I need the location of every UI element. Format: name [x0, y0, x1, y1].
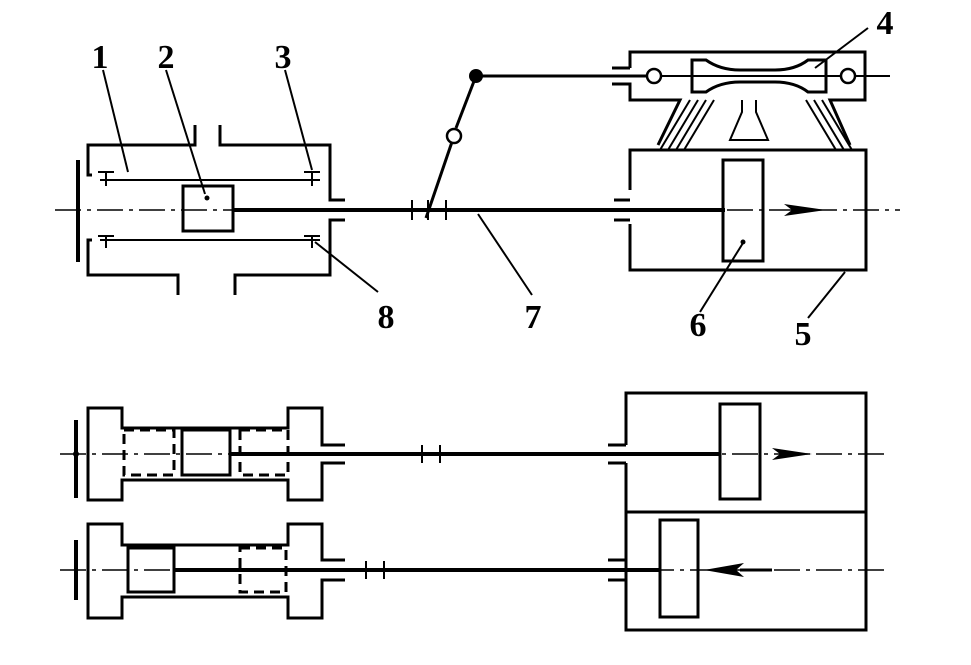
arrow-left-icon — [704, 563, 744, 577]
label-3: 3 — [275, 39, 292, 76]
lever-pivot-icon — [445, 127, 463, 145]
middle-assembly — [60, 391, 885, 632]
left-pin-icon — [645, 67, 663, 85]
stop-upper-right — [304, 171, 320, 186]
stop-lower-right — [304, 235, 320, 248]
arrow-right-icon — [772, 448, 812, 460]
stop-upper-left — [98, 171, 114, 186]
bottom-assembly — [60, 518, 885, 620]
label-8: 8 — [378, 299, 395, 336]
right-pin-icon — [839, 67, 857, 85]
left-housing — [76, 125, 345, 295]
arrow-right-icon — [784, 204, 826, 216]
label-1: 1 — [92, 39, 109, 76]
test-frame — [612, 50, 890, 151]
label-7: 7 — [525, 299, 542, 336]
top-assembly: 1 2 3 4 5 6 7 8 — [55, 5, 900, 353]
piston — [721, 158, 765, 263]
piston-mid — [718, 402, 762, 501]
slider-block — [181, 184, 235, 233]
label-2: 2 — [158, 39, 175, 76]
piston-low — [658, 518, 700, 619]
slider-block-mid — [180, 428, 232, 477]
hydraulic-cylinder — [614, 148, 868, 272]
specimen — [690, 58, 828, 94]
lever-linkage — [424, 69, 655, 219]
label-6: 6 — [690, 307, 707, 344]
label-4: 4 — [877, 5, 894, 42]
label-5: 5 — [795, 316, 812, 353]
stop-lower-left — [98, 235, 114, 248]
